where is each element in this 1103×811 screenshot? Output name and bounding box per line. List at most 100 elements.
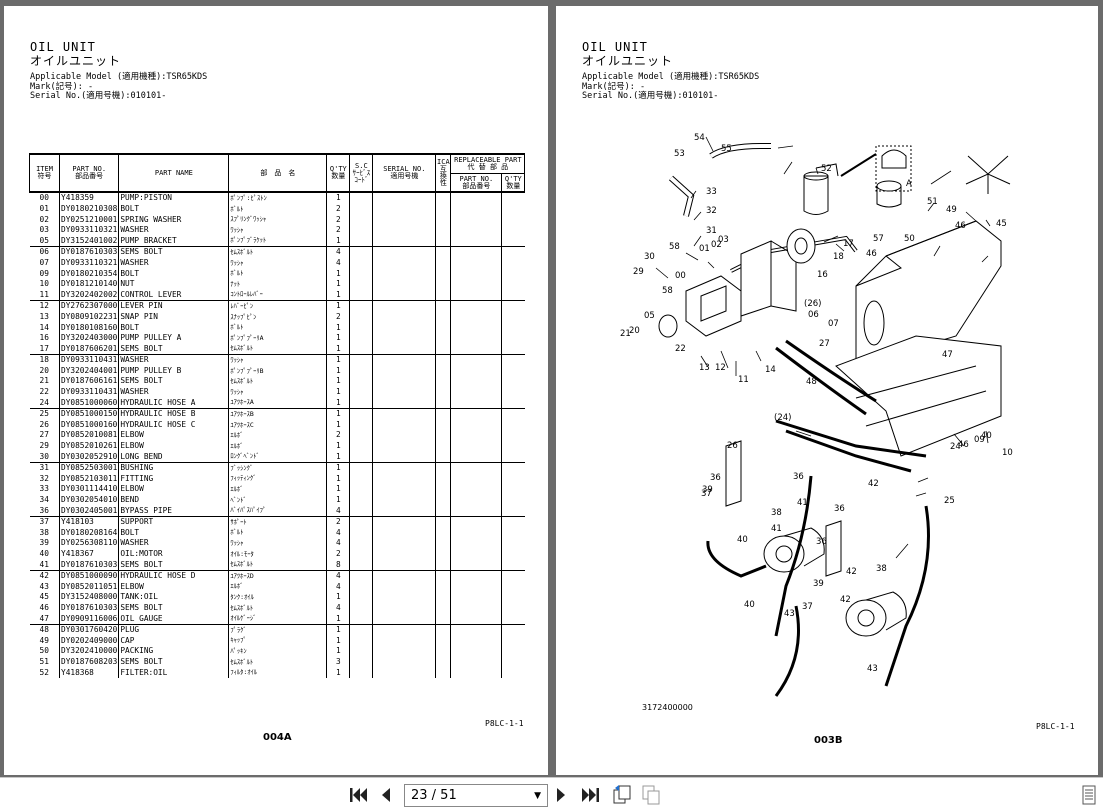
qty-cell: 1 [326, 494, 350, 506]
continuous-page-icon[interactable] [641, 784, 661, 806]
last-page-icon[interactable] [582, 787, 600, 803]
jp-name-cell: ﾕｱﾂﾎｰｽD [228, 570, 327, 582]
first-page-icon[interactable] [349, 787, 367, 803]
rep-qty-cell [501, 386, 525, 398]
part-no-cell: Y418359 [58, 192, 119, 204]
document-menu-icon[interactable] [1082, 784, 1096, 806]
serial-cell [372, 311, 436, 323]
rep-qty-cell [501, 311, 525, 323]
chevron-down-icon: ▼ [534, 790, 541, 801]
mark-line: Mark(記号): - [582, 81, 646, 92]
callout-label: 06 [808, 310, 819, 320]
qty-cell: 1 [326, 484, 350, 495]
qty-cell: 4 [326, 246, 350, 258]
ica-cell [435, 624, 451, 636]
callout-label: 51 [927, 197, 938, 207]
sc-cell [349, 440, 373, 452]
rep-qty-cell [501, 278, 525, 290]
item-cell: 43 [39, 581, 49, 591]
page-selector[interactable]: 23 / 51 ▼ [404, 784, 548, 807]
jp-name-cell: ｾﾑｽﾎﾞﾙﾄ [228, 376, 327, 387]
callout-label: 41 [771, 524, 782, 534]
callout-label: 20 [629, 326, 640, 336]
part-name-cell: WASHER [118, 224, 229, 236]
callout-label: A [906, 179, 912, 189]
rep-part-no-cell [450, 246, 502, 258]
part-name-cell: PLUG [118, 624, 229, 636]
part-name-cell: LEVER PIN [118, 300, 229, 312]
sc-cell [349, 516, 373, 528]
serial-cell [372, 624, 436, 636]
part-no-cell: DY0202409000 [58, 635, 119, 646]
item-cell: 31 [39, 463, 49, 473]
rep-part-no-cell [450, 224, 502, 236]
ica-cell [435, 257, 451, 269]
item-cell: 38 [39, 527, 49, 537]
item-cell: 22 [39, 387, 49, 397]
item-cell: 33 [39, 484, 49, 494]
serial-cell [372, 656, 436, 668]
part-name-cell: WASHER [118, 538, 229, 549]
ica-cell [435, 365, 451, 377]
jp-name-cell: ﾎﾞﾙﾄ [228, 268, 327, 279]
callout-label: 26 [727, 441, 738, 451]
rep-part-no-cell [450, 343, 502, 355]
item-cell: 02 [39, 214, 49, 224]
jp-name-cell: ｽﾌﾟﾘﾝｸﾞﾜｯｼｬ [228, 214, 327, 225]
rep-qty-cell [501, 257, 525, 269]
sc-cell [349, 602, 373, 614]
rep-part-no-cell [450, 527, 502, 538]
sc-cell [349, 538, 373, 549]
item-cell: 47 [29, 613, 60, 625]
callout-label: 37 [701, 489, 712, 499]
col-part-name: PART NAME [118, 153, 230, 193]
serial-cell [372, 354, 436, 366]
diagram-number: 3172400000 [642, 703, 693, 712]
sc-cell [349, 462, 373, 474]
footer-code: P8LC-1-1 [1036, 722, 1075, 731]
rep-qty-cell [501, 365, 525, 377]
serial-cell [372, 235, 436, 247]
qty-cell: 2 [326, 311, 350, 323]
callout-label: 21 [620, 329, 631, 339]
rep-part-no-cell [450, 311, 502, 323]
ica-cell [435, 214, 451, 225]
jp-name-cell: ﾍﾞﾝﾄﾞ [228, 494, 327, 506]
qty-cell: 2 [326, 548, 350, 560]
item-cell: 00 [39, 193, 49, 203]
qty-cell: 8 [326, 559, 350, 571]
serial-cell [372, 484, 436, 495]
serial-cell [372, 548, 436, 560]
callout-label: 43 [867, 664, 878, 674]
qty-cell: 1 [326, 278, 350, 290]
rep-part-no-cell [450, 203, 502, 215]
jp-name-cell: ｵｲﾙ:ﾓｰﾀ [228, 548, 327, 560]
qty-cell: 1 [326, 322, 350, 333]
rep-qty-cell [501, 591, 525, 603]
jp-name-cell: ｾﾑｽﾎﾞﾙﾄ [228, 602, 327, 614]
part-no-cell: DY0187606201 [58, 343, 119, 355]
ica-cell [435, 268, 451, 279]
qty-cell: 1 [326, 462, 350, 474]
next-page-icon[interactable] [556, 787, 566, 803]
jp-name-cell: ﾌﾞｯｼﾝｸﾞ [228, 462, 327, 474]
rep-qty-cell [501, 214, 525, 225]
part-name-cell: SEMS BOLT [118, 602, 229, 614]
sc-cell [349, 278, 373, 290]
page-code: 003B [814, 735, 843, 746]
jp-name-cell: ﾌｨﾙﾀ:ｵｲﾙ [228, 667, 327, 678]
two-page-icon[interactable] [612, 784, 632, 806]
rep-part-no-cell [450, 300, 502, 312]
callout-label: 53 [674, 149, 685, 159]
jp-name-cell: ﾜｯｼｬ [228, 538, 327, 549]
callout-label: 39 [813, 579, 824, 589]
callout-label: 30 [644, 252, 655, 262]
prev-page-icon[interactable] [381, 787, 391, 803]
